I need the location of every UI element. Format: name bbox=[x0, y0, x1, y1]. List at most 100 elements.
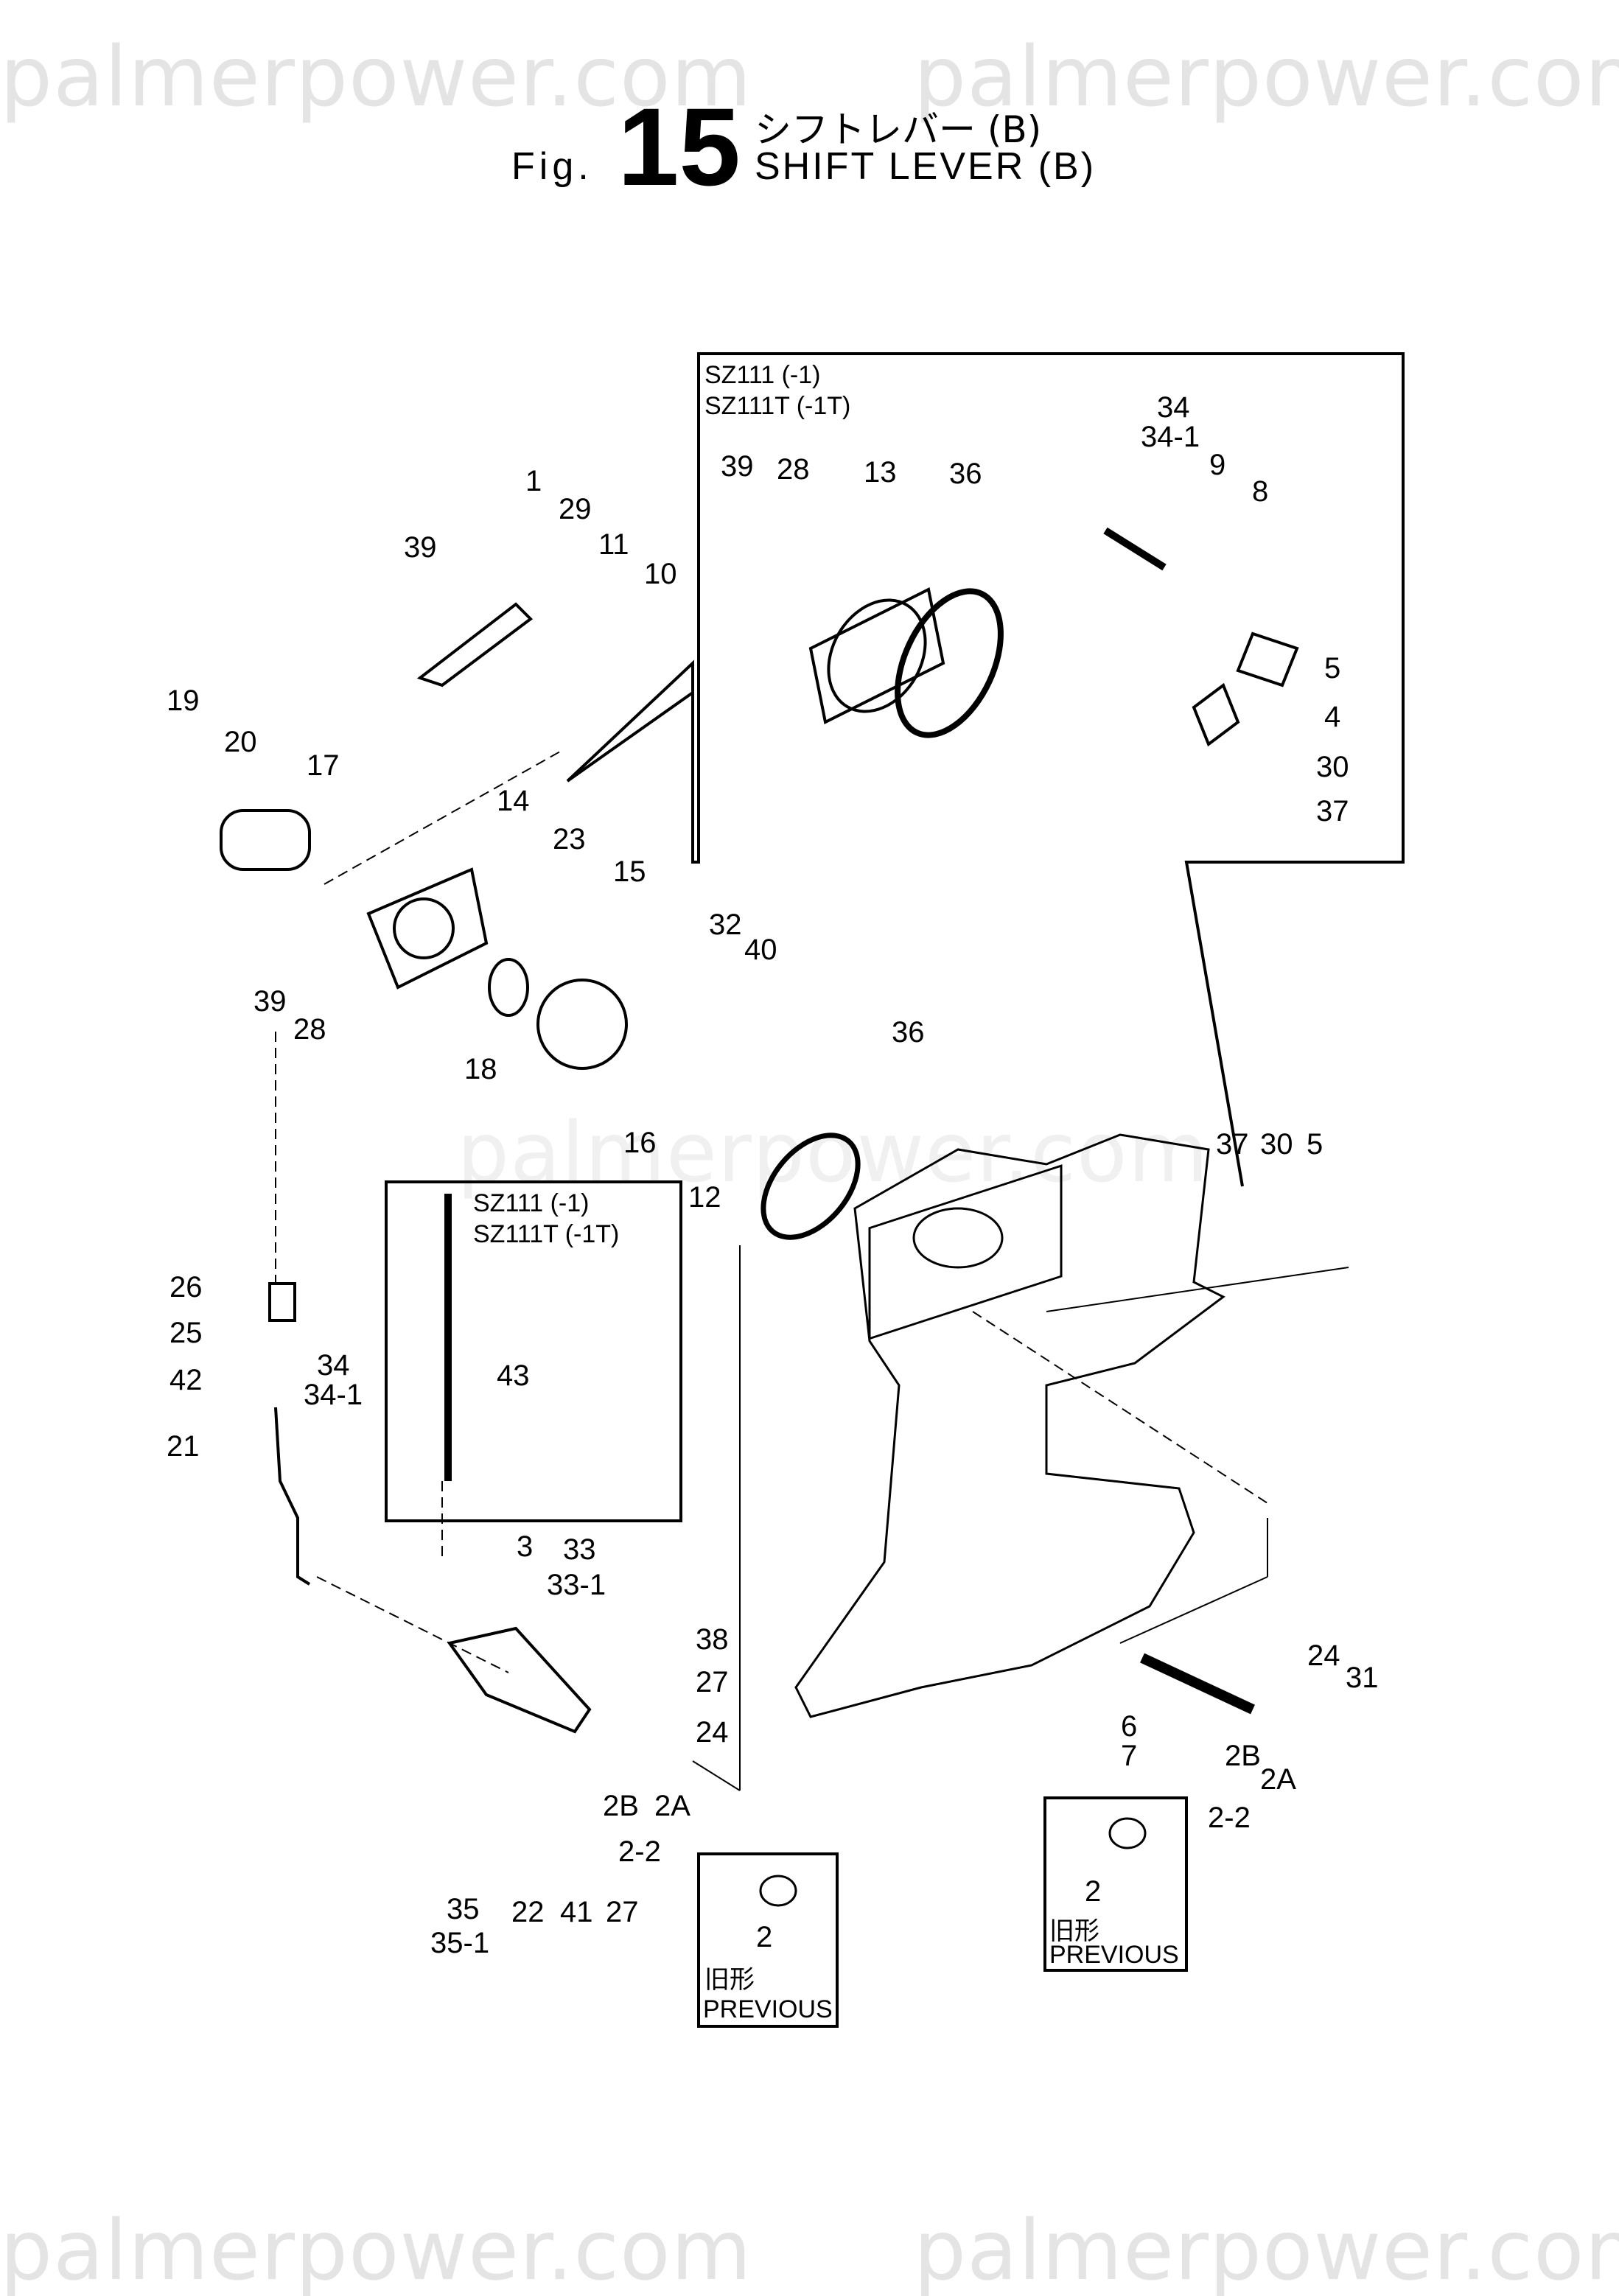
part-callout-5: 5 bbox=[1324, 652, 1340, 685]
part-6-shaft bbox=[1140, 1653, 1255, 1715]
previous-box bbox=[697, 1852, 839, 2028]
part-25-clevis bbox=[268, 1282, 296, 1322]
part-callout-35: 35 bbox=[447, 1893, 480, 1925]
part-5-block bbox=[1236, 631, 1299, 687]
part-10-lever bbox=[416, 602, 534, 687]
title-english: SHIFT LEVER (B) bbox=[755, 145, 1097, 188]
part-callout-12: 12 bbox=[688, 1181, 721, 1214]
part-callout-32: 32 bbox=[709, 909, 742, 941]
part-callout-18: 18 bbox=[464, 1053, 497, 1085]
watermark: palmerpower.com bbox=[914, 2203, 1619, 2296]
part-callout-4: 4 bbox=[1324, 701, 1340, 733]
part-callout-5: 5 bbox=[1307, 1128, 1323, 1161]
part-callout-39: 39 bbox=[404, 531, 437, 564]
part-callout-1: 1 bbox=[525, 465, 542, 497]
part-23-seal bbox=[488, 958, 529, 1017]
fig-prefix: Fig. bbox=[511, 145, 593, 188]
part-callout-21: 21 bbox=[167, 1430, 200, 1463]
part-callout-10: 10 bbox=[644, 558, 677, 590]
part-callout-23: 23 bbox=[553, 823, 586, 855]
part-callout-25: 25 bbox=[169, 1317, 203, 1349]
part-callout-28: 28 bbox=[777, 453, 810, 486]
part-22-lever bbox=[447, 1626, 592, 1734]
shaft-inset-model-1: SZ111 (-1) bbox=[473, 1189, 589, 1217]
part-callout-37: 37 bbox=[1216, 1128, 1249, 1161]
part-callout-19: 19 bbox=[167, 685, 200, 717]
part-callout-34-1: 34-1 bbox=[304, 1379, 363, 1411]
part-callout-34: 34 bbox=[1157, 391, 1190, 424]
part-14-flange bbox=[366, 867, 489, 990]
part-9-pin bbox=[1103, 527, 1167, 571]
part-callout-22: 22 bbox=[511, 1896, 545, 1928]
title-japanese: シフトレバー (B) bbox=[755, 108, 1042, 151]
part-callout-7: 7 bbox=[1121, 1740, 1137, 1772]
housing-top-face bbox=[868, 1164, 1063, 1340]
part-callout-2A: 2A bbox=[1260, 1763, 1296, 1796]
part-callout-2-2: 2-2 bbox=[1208, 1802, 1251, 1834]
inset-model-1: SZ111 (-1) bbox=[704, 361, 820, 389]
part-callout-15: 15 bbox=[613, 855, 646, 888]
previous-label-en: PREVIOUS bbox=[1049, 1941, 1179, 1969]
part-callout-2-2: 2-2 bbox=[618, 1835, 661, 1868]
part-callout-30: 30 bbox=[1260, 1128, 1293, 1161]
watermark: palmerpower.com bbox=[914, 29, 1619, 125]
shaft-inset-model-2: SZ111T (-1T) bbox=[473, 1220, 619, 1248]
part-callout-24: 24 bbox=[696, 1716, 729, 1749]
part-15-housing bbox=[536, 979, 628, 1070]
part-callout-37: 37 bbox=[1316, 795, 1349, 827]
previous-box bbox=[1043, 1796, 1188, 1972]
housing-bore bbox=[912, 1207, 1004, 1269]
watermark: palmerpower.com bbox=[457, 1105, 1209, 1201]
part-callout-17: 17 bbox=[307, 749, 340, 782]
part-callout-24: 24 bbox=[1307, 1639, 1340, 1672]
part-callout-36: 36 bbox=[949, 458, 982, 490]
part-callout-42: 42 bbox=[169, 1364, 203, 1396]
inset-model-2: SZ111T (-1T) bbox=[704, 392, 850, 420]
part-callout-8: 8 bbox=[1252, 475, 1268, 508]
part-callout-40: 40 bbox=[744, 934, 777, 966]
part-callout-36: 36 bbox=[892, 1016, 925, 1049]
part-callout-16: 16 bbox=[623, 1127, 657, 1159]
part-21-rod bbox=[274, 1407, 311, 1586]
part-callout-31: 31 bbox=[1346, 1662, 1379, 1694]
part-callout-20: 20 bbox=[224, 726, 257, 758]
part-callout-35-1: 35-1 bbox=[430, 1927, 489, 1959]
part-callout-29: 29 bbox=[559, 493, 592, 525]
part-callout-33: 33 bbox=[563, 1533, 596, 1566]
previous-label-jp: 旧形 bbox=[704, 1965, 755, 1995]
part-callout-27: 27 bbox=[606, 1896, 639, 1928]
part-callout-14: 14 bbox=[497, 785, 530, 817]
part-callout-2B: 2B bbox=[603, 1790, 639, 1822]
part-callout-13: 13 bbox=[864, 456, 897, 489]
part-callout-11: 11 bbox=[598, 528, 629, 561]
fig-number: 15 bbox=[618, 85, 741, 209]
part-callout-2A: 2A bbox=[654, 1790, 690, 1822]
part-callout-2B: 2B bbox=[1225, 1740, 1261, 1772]
watermark: palmerpower.com bbox=[0, 2203, 752, 2296]
previous-part-number: 2 bbox=[756, 1921, 772, 1953]
part-callout-39: 39 bbox=[721, 450, 754, 483]
part-callout-34: 34 bbox=[317, 1349, 350, 1382]
part-callout-38: 38 bbox=[696, 1623, 729, 1656]
part-callout-39: 39 bbox=[253, 985, 287, 1018]
watermark: palmerpower.com bbox=[0, 29, 752, 125]
part-36-oring bbox=[760, 1133, 861, 1240]
part-17-bushing bbox=[220, 809, 311, 871]
part-callout-34-1: 34-1 bbox=[1141, 421, 1200, 453]
previous-part-number: 2 bbox=[1085, 1875, 1101, 1908]
previous-label-jp: 旧形 bbox=[1049, 1917, 1099, 1946]
part-callout-33-1: 33-1 bbox=[547, 1569, 606, 1601]
part-callout-28: 28 bbox=[293, 1013, 326, 1046]
part-callout-30: 30 bbox=[1316, 751, 1349, 783]
inset-box-main bbox=[566, 352, 1405, 1187]
previous-label-en: PREVIOUS bbox=[703, 1995, 833, 2023]
part-callout-3: 3 bbox=[517, 1530, 533, 1563]
lower-unit-housing bbox=[794, 1133, 1225, 1718]
part-callout-41: 41 bbox=[560, 1896, 593, 1928]
part-callout-43: 43 bbox=[497, 1359, 530, 1392]
part-13-cover bbox=[808, 587, 945, 724]
part-callout-6: 6 bbox=[1121, 1710, 1137, 1743]
part-callout-27: 27 bbox=[696, 1666, 729, 1698]
